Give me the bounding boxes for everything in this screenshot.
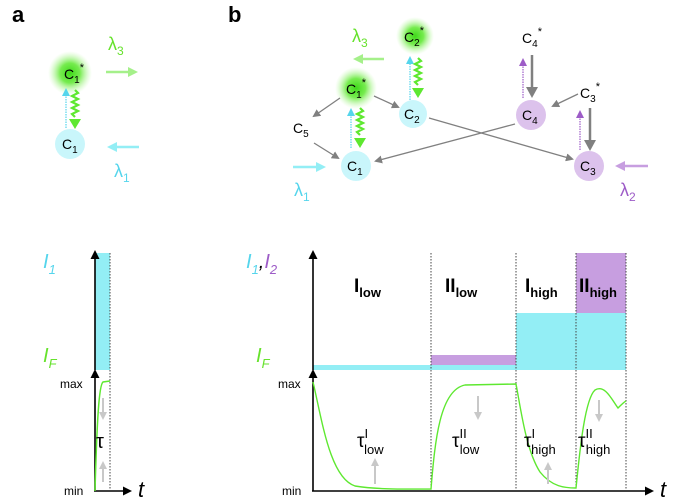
tau4-down-arrow — [595, 400, 603, 422]
panel-b-x-label: t — [660, 477, 667, 498]
panel-a-y-bottom-label: IF — [43, 345, 58, 371]
c1-node-b: C1 — [347, 158, 363, 178]
c3star-to-c4-arrow — [551, 93, 579, 108]
phase4-purple-bar — [576, 253, 626, 313]
c4-star-node: C4* — [522, 26, 543, 50]
c1-star-node-a: C1* — [64, 62, 85, 86]
panel-b-if-curve — [312, 381, 627, 490]
c5-to-c1-arrow — [313, 142, 340, 160]
lambda1-label-a: λ1 — [114, 161, 130, 185]
a-green-wavy-down-arrow — [69, 89, 81, 129]
panel-a-y-top-label: I1 — [43, 251, 56, 277]
c1-node-circle-b — [341, 151, 371, 181]
c4-node-circle — [516, 100, 546, 130]
c4-node: C4 — [522, 107, 538, 127]
c4-purple-up-arrow — [519, 58, 527, 98]
c2-node-circle — [399, 100, 427, 128]
panel-a-x-label: t — [138, 477, 145, 498]
lambda2-label: λ2 — [620, 180, 636, 204]
c1b-green-wavy-down-arrow — [354, 107, 366, 148]
panel-a-if-curve — [94, 380, 111, 492]
phase-label-1: Ilow — [354, 276, 382, 300]
panel-b-min-label: min — [282, 484, 301, 498]
c2-green-wavy-down-arrow — [412, 57, 424, 98]
c1-node-circle-a — [55, 129, 85, 159]
panel-b-max-label: max — [278, 377, 301, 391]
lambda1-label-b: λ1 — [294, 180, 310, 204]
panel-a-max-label: max — [60, 377, 83, 391]
tau2-down-arrow — [474, 396, 482, 420]
panel-a-min-label: min — [64, 484, 83, 498]
phase3-cyan-bar — [516, 313, 626, 370]
panel-a-tau-label: τ — [96, 431, 104, 453]
c2-star-glow — [396, 17, 434, 55]
lambda3-label-a: λ3 — [108, 34, 124, 58]
phase1-cyan-bar — [313, 365, 431, 370]
c3star-to-c3-arrow — [584, 108, 596, 151]
lambda3-arrow-b — [353, 54, 384, 64]
c2-cyan-up-arrow — [406, 56, 414, 100]
c3-node: C3 — [580, 158, 596, 178]
panel-a-label: a — [12, 2, 25, 27]
lambda1-arrow-a — [107, 142, 139, 152]
c2-star-node: C2* — [404, 25, 425, 49]
c1-node-a: C1 — [62, 136, 78, 156]
c3-purple-up-arrow — [576, 110, 584, 150]
c5-node: C5 — [293, 120, 309, 140]
a-cyan-up-arrow — [62, 88, 70, 128]
c4star-to-c4-arrow — [526, 55, 538, 98]
lambda1-arrow-b — [293, 162, 326, 172]
c2-node: C2 — [404, 106, 420, 126]
lambda2-arrow — [615, 161, 648, 171]
c2-to-c3-arrow — [428, 117, 574, 162]
tau3-up-arrow — [544, 462, 552, 484]
c1-star-glow — [48, 51, 92, 95]
phase-label-3: Ihigh — [525, 276, 558, 300]
panel-a-tau-up-arrow — [99, 461, 107, 482]
c4-to-c1-arrow — [374, 123, 516, 164]
phase2-cyan-bar — [431, 365, 516, 370]
c3-node-circle — [574, 151, 604, 181]
lambda3-label-b: λ3 — [352, 26, 368, 50]
c1b-cyan-up-arrow — [347, 108, 355, 148]
panel-a-i1-bar — [95, 253, 110, 370]
phase-label-4: IIhigh — [579, 276, 617, 300]
c3-star-node: C3* — [580, 81, 601, 105]
panel-b-y-top-label: I1,I2 — [246, 251, 278, 277]
c1star-to-c2-arrow — [373, 95, 400, 109]
c1-star-node-b: C1* — [346, 77, 367, 101]
lambda3-arrow-a — [106, 67, 138, 77]
panel-a-tau-down-arrow — [99, 398, 107, 420]
panel-b-label: b — [228, 2, 241, 27]
phase-label-2: IIlow — [445, 276, 478, 300]
c1-star-glow-b — [335, 67, 377, 109]
tau1-up-arrow — [371, 458, 379, 484]
phase2-purple-bar — [431, 355, 516, 365]
c1star-to-c5-arrow — [312, 97, 341, 118]
panel-b-y-bottom-label: IF — [256, 345, 271, 371]
